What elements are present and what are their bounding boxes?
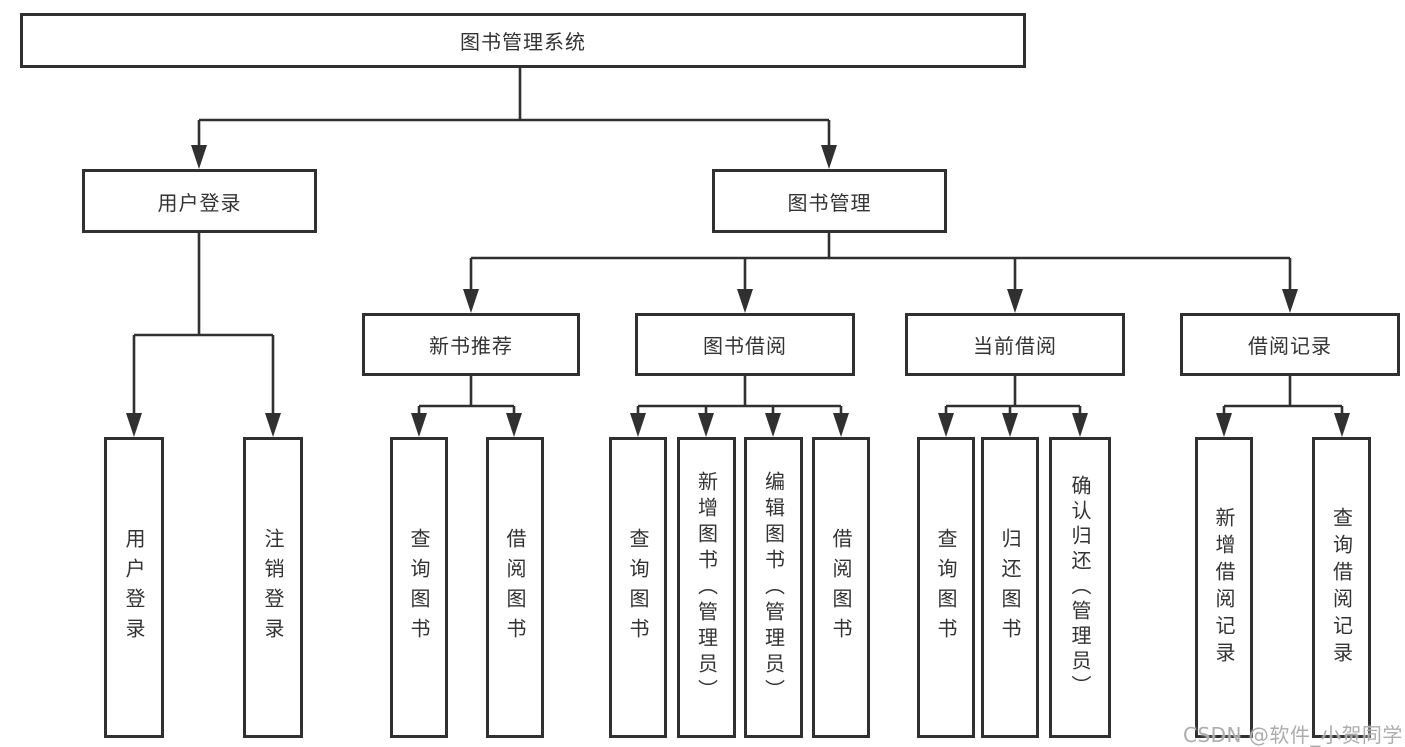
node-user-login: 用户登录	[82, 169, 317, 233]
leaf-logout: 注销登录	[243, 437, 303, 738]
leaf-current-query-books: 查询图书	[917, 437, 975, 738]
leaf-records-query-record: 查询借阅记录	[1312, 437, 1371, 738]
leaf-borrow-edit-books-admin: 编辑图书（管理员）	[744, 437, 803, 738]
csdn-watermark: CSDN @软件_小贺同学	[1183, 723, 1403, 747]
node-book-management: 图书管理	[712, 169, 947, 233]
leaf-current-return-books: 归还图书	[981, 437, 1039, 738]
node-new-book-recommend: 新书推荐	[362, 313, 580, 376]
leaf-user-login: 用户登录	[104, 437, 164, 738]
node-borrow-records: 借阅记录	[1180, 313, 1400, 376]
leaf-current-confirm-return-admin: 确认归还（管理员）	[1049, 437, 1111, 738]
leaf-borrow-query-books: 查询图书	[609, 437, 667, 738]
connector-paths	[132, 68, 1344, 416]
node-book-borrow: 图书借阅	[635, 313, 855, 376]
leaf-recommend-borrow-books: 借阅图书	[486, 437, 544, 738]
leaf-recommend-query-books: 查询图书	[390, 437, 448, 738]
node-root-library-system: 图书管理系统	[20, 13, 1026, 68]
leaf-borrow-add-books-admin: 新增图书（管理员）	[677, 437, 736, 738]
node-current-borrow: 当前借阅	[905, 313, 1125, 376]
arrowheads	[126, 145, 1350, 437]
leaf-records-add-record: 新增借阅记录	[1195, 437, 1253, 738]
leaf-borrow-borrow-books: 借阅图书	[812, 437, 870, 738]
